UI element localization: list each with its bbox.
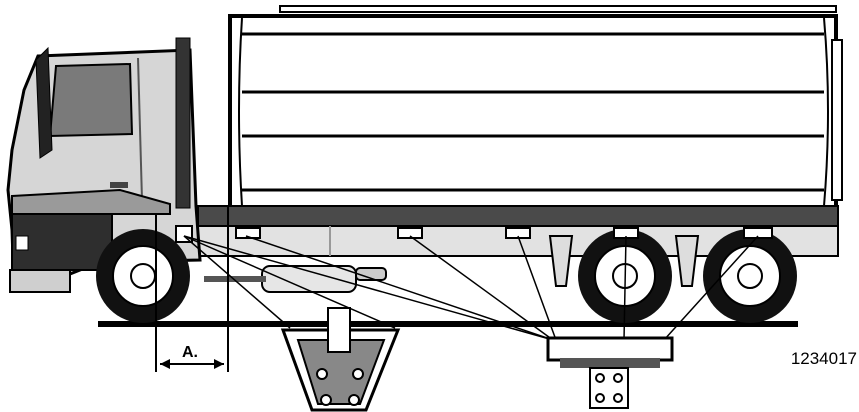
detail-bracket-front <box>280 307 401 412</box>
ground-line <box>98 321 798 327</box>
fuel-tank <box>204 265 387 293</box>
detail-bracket-rear <box>546 336 674 409</box>
leader-lines <box>183 235 759 341</box>
tank-body <box>228 5 843 212</box>
spring-hangers <box>548 235 700 287</box>
rear-wheel-2 <box>703 229 797 323</box>
figure-number: 1234017 <box>791 349 857 368</box>
front-wheel <box>96 229 190 323</box>
dimension-a-label: A. <box>182 344 198 361</box>
dimension-a: A. <box>155 206 229 372</box>
